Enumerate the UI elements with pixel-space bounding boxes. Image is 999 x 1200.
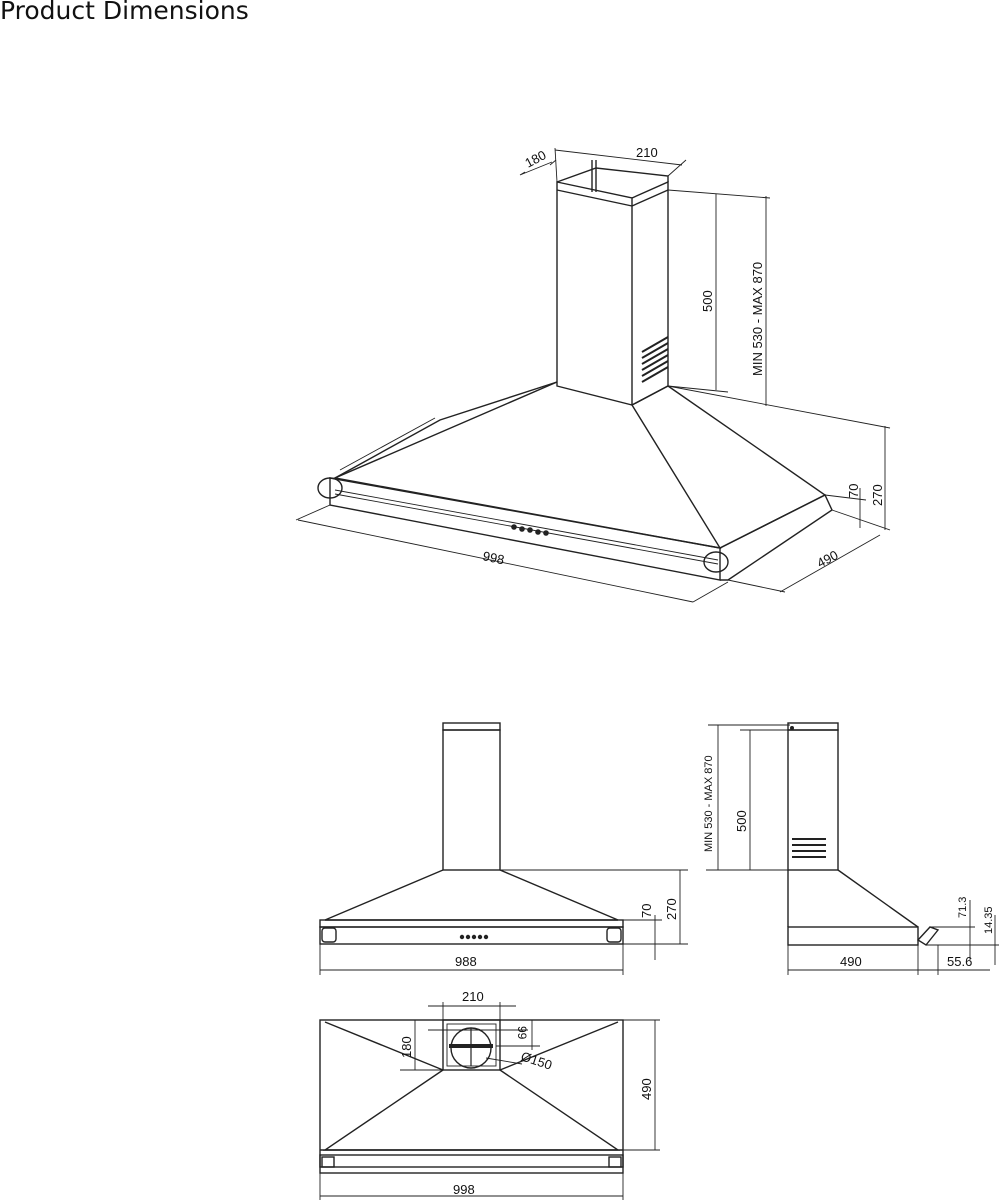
top-duct	[442, 1019, 501, 1071]
front-control-knobs	[459, 934, 489, 940]
top-outlet-offset-label: 99	[515, 1026, 529, 1040]
side-handle-offset-label: 14.35	[983, 906, 995, 934]
side-chimney	[787, 729, 839, 871]
side-handle	[916, 926, 940, 946]
side-duct-height-label: 500	[734, 810, 749, 832]
iso-side-band	[719, 494, 833, 581]
iso-depth-label: 490	[814, 547, 840, 570]
iso-duct-height-label: 500	[700, 290, 715, 312]
side-vent-grille	[792, 838, 826, 858]
top-width-label: 998	[453, 1182, 475, 1197]
front-handle-left	[321, 927, 337, 943]
iso-width-label: 998	[481, 548, 505, 567]
front-handle-right	[606, 927, 622, 943]
iso-handle-right	[703, 551, 729, 573]
top-duct-depth-label: 180	[399, 1036, 414, 1058]
iso-canopy-front	[332, 381, 722, 549]
side-handle-depth-label: 55.6	[947, 954, 972, 969]
top-band	[319, 1154, 624, 1168]
iso-chimney-top	[556, 167, 669, 183]
top-canopy	[322, 1069, 621, 1151]
side-depth-label: 490	[840, 954, 862, 969]
side-band	[787, 926, 919, 946]
iso-canopy-height-label: 270	[870, 484, 885, 506]
top-outlet-diameter-label: Ø150	[519, 1049, 554, 1073]
iso-duct-width-label: 210	[636, 145, 658, 160]
front-canopy	[324, 869, 619, 921]
iso-chimney-range-label: MIN 530 - MAX 870	[750, 262, 765, 376]
side-handle-height-label: 71.3	[957, 897, 969, 918]
iso-vent-grille	[641, 336, 669, 383]
top-view: 210 180 99 Ø150 490 998	[319, 989, 660, 1200]
side-chimney-range-label: MIN 530 - MAX 870	[703, 755, 715, 852]
top-duct-width-label: 210	[462, 989, 484, 1004]
front-front-height-label: 70	[639, 904, 654, 918]
front-width-label: 988	[455, 954, 477, 969]
front-chimney	[442, 729, 501, 871]
isometric-view: 180 210 500 MIN 530 - MAX 870 270 70 490…	[295, 145, 891, 603]
side-view: MIN 530 - MAX 870 500 71.3 14.35 490 55.…	[703, 722, 999, 975]
iso-handle-left	[317, 477, 343, 499]
top-depth-label: 490	[639, 1078, 654, 1100]
side-canopy	[787, 869, 919, 928]
iso-control-knobs	[511, 524, 549, 536]
front-view: 270 70 988	[319, 722, 688, 975]
iso-duct-depth-label: 180	[522, 147, 548, 170]
front-canopy-height-label: 270	[664, 898, 679, 920]
iso-chimney-front	[556, 181, 633, 406]
iso-front-height-label: 70	[846, 484, 861, 498]
front-band	[319, 926, 624, 945]
page-title: Product Dimensions	[0, 0, 249, 25]
